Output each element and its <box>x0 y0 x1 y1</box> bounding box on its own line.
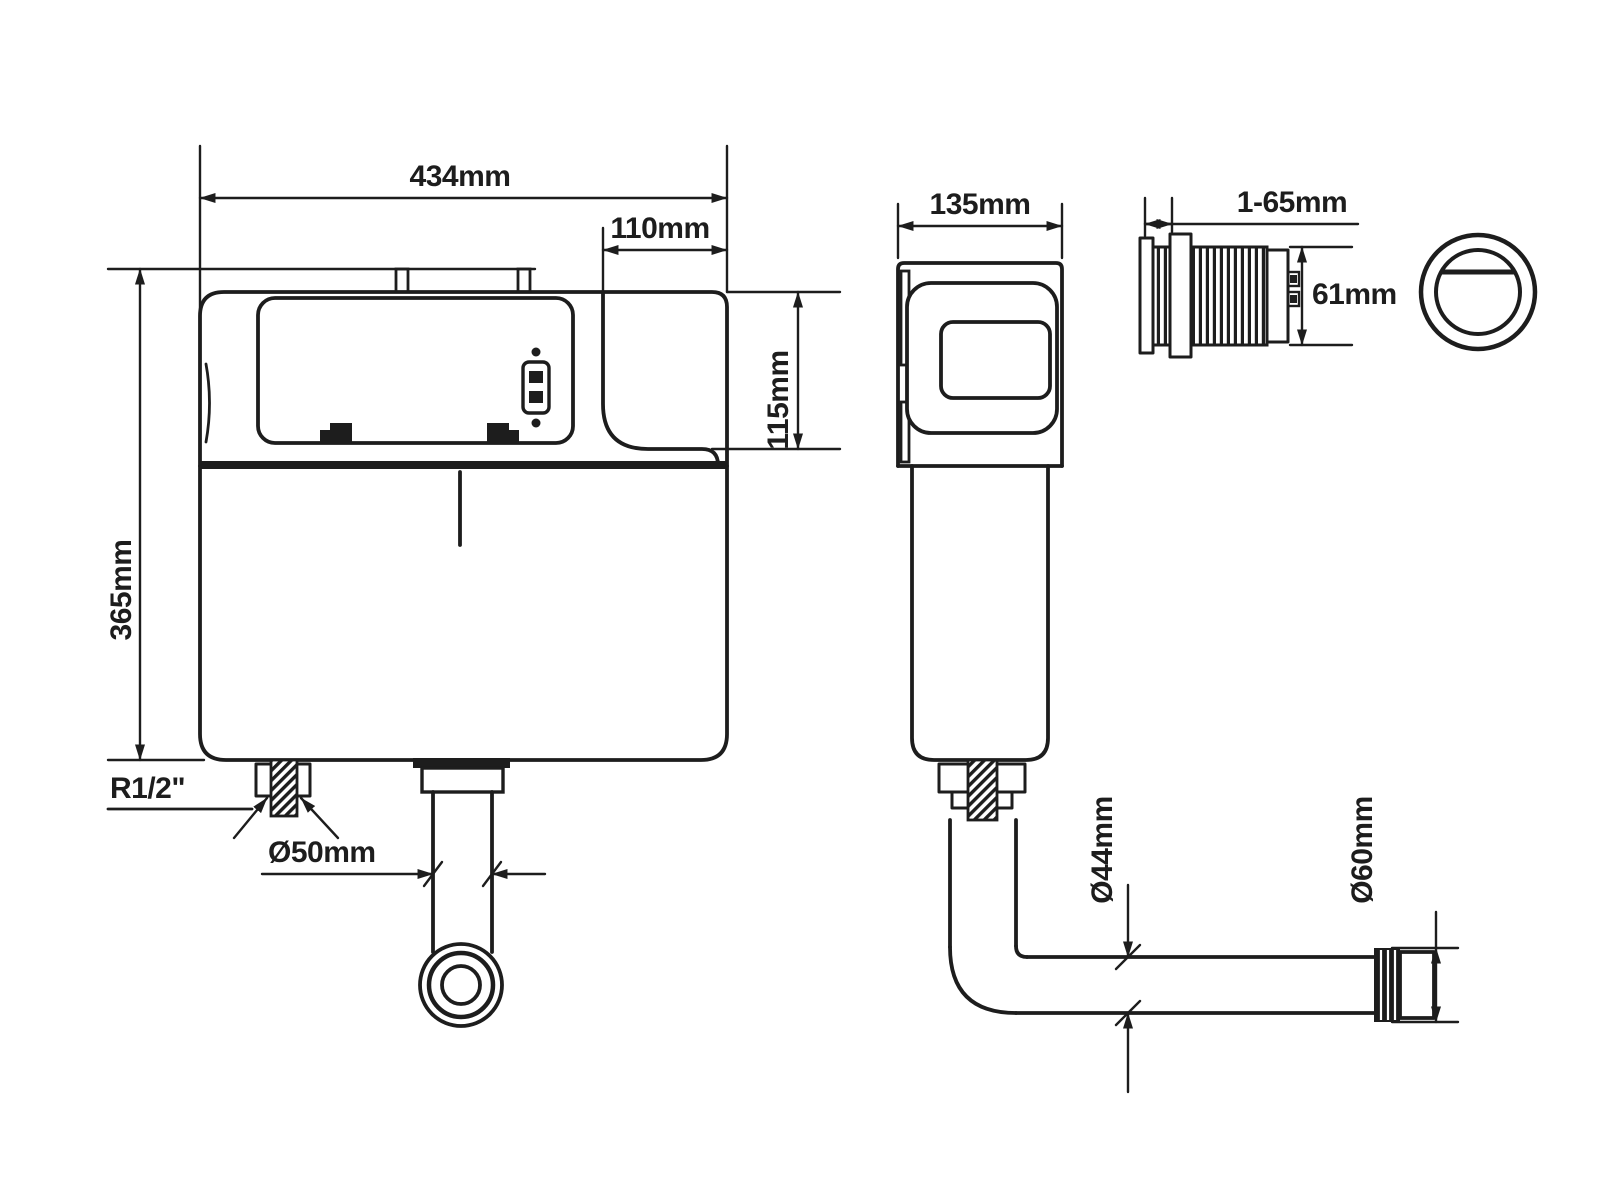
connector-body <box>521 360 551 415</box>
cistern-cover-front <box>198 267 729 468</box>
outlet-seal-mid <box>426 950 496 1020</box>
dim-label-sleeve-adjustment: 1-65mm <box>1237 186 1347 219</box>
dim-label-inlet: R1/2" <box>110 772 185 805</box>
dim-side-depth: 135mm <box>896 188 1064 260</box>
sleeve-clip-detail <box>1290 295 1297 303</box>
sleeve-clip-detail <box>1290 275 1297 283</box>
flush-button-face <box>1418 232 1538 352</box>
outlet-thread-stem <box>966 758 999 822</box>
inlet-thread-stem <box>269 758 299 818</box>
sleeve-flange <box>1138 236 1155 355</box>
dim-label-front-height: 365mm <box>105 540 138 641</box>
connector-pin <box>529 391 543 403</box>
tick <box>1114 999 1142 1027</box>
tank-outline <box>198 464 729 762</box>
sleeve-lock-nut <box>1168 232 1193 359</box>
dim-front-top-right-width: 110mm <box>601 212 729 292</box>
front-view: 434mm 110mm 365mm 115mm <box>105 144 842 1028</box>
dim-label-sleeve-height: 61mm <box>1312 278 1397 311</box>
panel-clip-right <box>487 423 519 443</box>
dim-label-cover-height: 115mm <box>762 350 795 449</box>
outlet-elbow-side <box>937 758 1436 1022</box>
upper-body-outline <box>896 261 1064 468</box>
connector-pin <box>529 371 543 383</box>
dim-cover-height: 115mm <box>710 290 842 451</box>
tick <box>422 860 444 888</box>
end-fitting-cap <box>1398 950 1436 1020</box>
elbow-inner-curve <box>1014 944 1029 959</box>
dim-label-pipe-diameter: Ø44mm <box>1086 796 1119 904</box>
flush-plate-recess <box>939 320 1052 400</box>
button-inner-ring <box>1434 248 1522 336</box>
mount-tab-left <box>394 267 410 294</box>
elbow-outer-curve <box>948 945 1018 1015</box>
wall-bracket-lower <box>899 400 911 464</box>
lower-tank-outline <box>910 464 1050 762</box>
water-inlet: R1/2" <box>106 758 340 840</box>
dim-label-outlet-diameter: Ø50mm <box>268 836 376 869</box>
panel-clip-left <box>320 423 352 443</box>
connector-dot-bottom <box>531 418 541 428</box>
tick <box>1114 943 1142 971</box>
cover-step-outline <box>601 290 720 467</box>
dim-front-height: 365mm <box>105 267 537 762</box>
outlet-flange-plate <box>413 758 510 768</box>
inlet-arrow-right <box>299 796 340 840</box>
sleeve-end-cap <box>1265 248 1290 344</box>
outlet-seal-inner <box>440 964 482 1006</box>
dim-pipe-diameter: Ø44mm <box>1086 796 1142 1094</box>
connector-icon <box>521 347 551 428</box>
side-view: 135mm <box>896 188 1460 1094</box>
cover-outline <box>198 290 729 468</box>
inlet-arrow-left <box>232 796 269 840</box>
dim-label-front-width: 434mm <box>410 160 511 193</box>
flush-plate-housing <box>905 281 1059 435</box>
outlet-flange <box>420 766 505 794</box>
tank-top-edge <box>200 461 727 469</box>
cistern-tank-front <box>198 461 729 762</box>
wall-sleeve-fitting: 1-65mm 61mm <box>1138 186 1397 359</box>
mount-tab-right <box>516 267 532 294</box>
outlet-seal-outer <box>418 942 504 1028</box>
access-panel <box>256 296 575 445</box>
dim-label-top-right-width: 110mm <box>610 212 709 245</box>
dim-label-side-depth: 135mm <box>930 188 1031 221</box>
dim-front-width: 434mm <box>198 144 729 320</box>
connector-dot-top <box>531 347 541 357</box>
dim-outlet-diameter: Ø50mm <box>260 836 547 888</box>
dim-sleeve-height: 61mm <box>1288 245 1397 347</box>
cistern-side-body <box>896 261 1064 762</box>
tick <box>481 860 503 888</box>
dim-connector-diameter: Ø60mm <box>1346 796 1460 1024</box>
flush-outlet-front: Ø50mm <box>260 758 547 1028</box>
dim-label-connector-diameter: Ø60mm <box>1346 796 1379 904</box>
side-slot <box>204 362 211 444</box>
dim-sleeve-adjustment: 1-65mm <box>1143 186 1360 238</box>
